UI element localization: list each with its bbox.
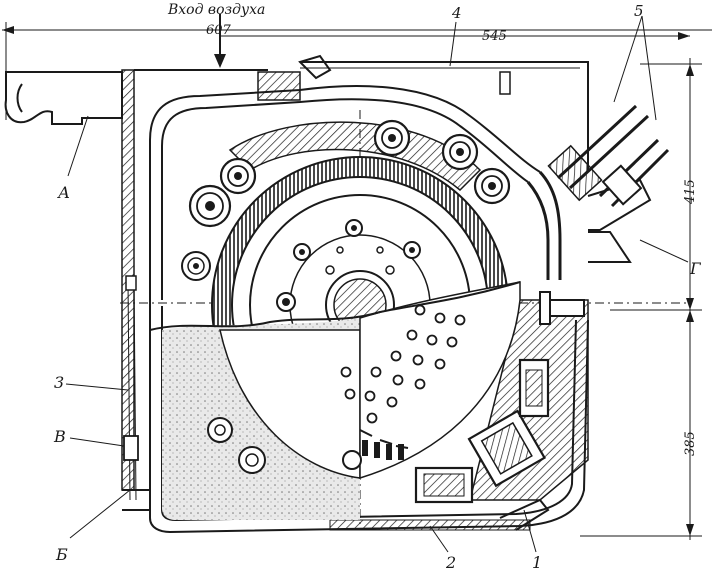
dimension-545: 545 [482, 29, 507, 44]
air-inlet-flap [257, 54, 511, 101]
dimension-lines [2, 14, 712, 540]
rollers [181, 119, 511, 474]
callout-5: 5 [634, 2, 644, 20]
callout-3: 3 [54, 373, 64, 392]
air-inlet-label: Вход воздуха [167, 2, 265, 18]
leader-lines [65, 15, 689, 553]
text-labels: Вход воздуха 607 545 415 385 4 5 А Г 3 В… [53, 2, 702, 572]
callout-1: 1 [532, 553, 542, 572]
mounting-bracket-a [4, 71, 123, 125]
vent-holes [340, 304, 466, 424]
left-mounting [122, 275, 151, 511]
callout-g: Г [689, 259, 702, 278]
callout-4: 4 [451, 4, 462, 22]
dimension-415: 415 [683, 179, 698, 205]
callout-2: 2 [445, 553, 456, 572]
dimension-607: 607 [206, 23, 232, 38]
callout-b: Б [55, 545, 68, 564]
sectional-cutaway [149, 281, 521, 520]
dimension-385: 385 [683, 431, 698, 456]
callout-v: В [53, 427, 66, 446]
callout-a: А [57, 183, 70, 202]
brush-holders [359, 358, 550, 504]
connector-terminals [499, 104, 670, 531]
